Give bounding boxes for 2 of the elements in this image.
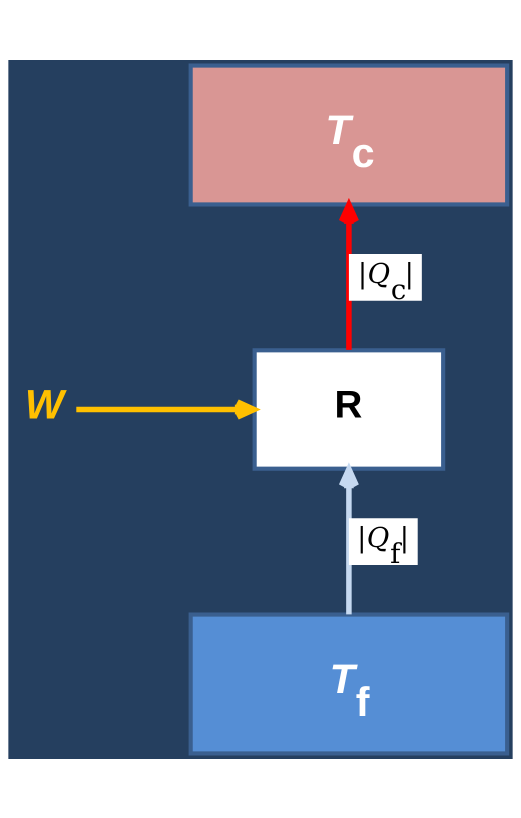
node-box: R: [252, 348, 446, 470]
arrow: [338, 201, 360, 350]
